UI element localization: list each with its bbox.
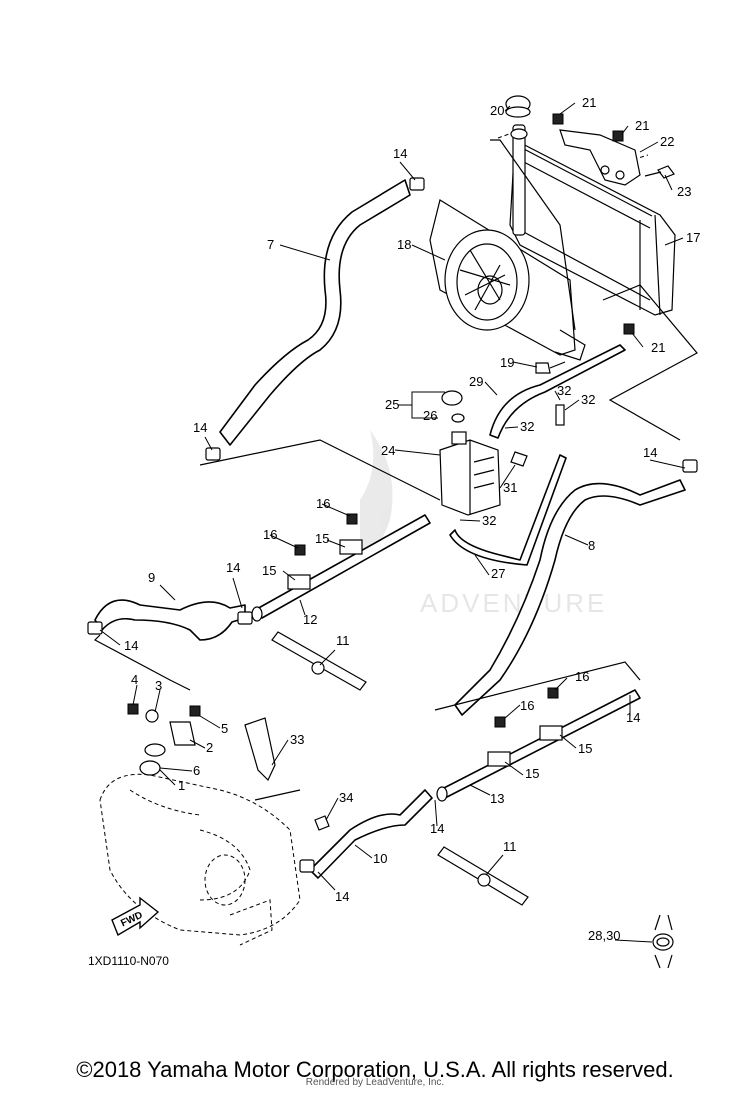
svg-text:14: 14 xyxy=(626,710,640,725)
water-pump-parts xyxy=(127,703,201,776)
svg-text:3: 3 xyxy=(155,678,162,693)
svg-text:14: 14 xyxy=(335,889,349,904)
svg-text:15: 15 xyxy=(525,766,539,781)
svg-text:14: 14 xyxy=(226,560,240,575)
bolt-34 xyxy=(314,815,330,831)
screw-23 xyxy=(644,165,675,179)
radiator-fan xyxy=(429,199,586,361)
svg-text:5: 5 xyxy=(221,721,228,736)
svg-text:17: 17 xyxy=(686,230,700,245)
svg-text:26: 26 xyxy=(423,408,437,423)
bolt-16 xyxy=(346,513,358,525)
bracket-33 xyxy=(244,717,276,782)
hose-8 xyxy=(454,479,686,716)
bolts-21 xyxy=(552,113,635,335)
svg-text:18: 18 xyxy=(397,237,411,252)
hose-27 xyxy=(449,454,567,566)
svg-text:ADVENTURE: ADVENTURE xyxy=(420,588,607,618)
svg-text:22: 22 xyxy=(660,134,674,149)
engine-outline xyxy=(99,773,301,946)
svg-text:20: 20 xyxy=(490,103,504,118)
reservoir-cap-seal xyxy=(451,413,465,423)
bolt-16 xyxy=(494,716,506,728)
pipe-12 xyxy=(251,514,431,622)
hose-7 xyxy=(219,179,411,446)
svg-text:16: 16 xyxy=(520,698,534,713)
copyright-notice: ©2018 Yamaha Motor Corporation, U.S.A. A… xyxy=(76,1057,674,1082)
clamp-32 xyxy=(555,404,565,426)
diagram-code: 1XD1110-N070 xyxy=(88,954,169,968)
svg-text:32: 32 xyxy=(557,383,571,398)
svg-text:31: 31 xyxy=(503,480,517,495)
svg-text:21: 21 xyxy=(582,95,596,110)
svg-text:6: 6 xyxy=(193,763,200,778)
svg-text:24: 24 xyxy=(381,443,395,458)
svg-text:32: 32 xyxy=(581,392,595,407)
radiator xyxy=(497,124,676,316)
radiator-cap xyxy=(505,95,531,140)
svg-text:21: 21 xyxy=(635,118,649,133)
bolt-16 xyxy=(547,687,559,699)
svg-text:32: 32 xyxy=(482,513,496,528)
svg-text:14: 14 xyxy=(193,420,207,435)
svg-text:16: 16 xyxy=(575,669,589,684)
clamp-28-30 xyxy=(652,914,674,969)
svg-text:15: 15 xyxy=(578,741,592,756)
svg-text:25: 25 xyxy=(385,397,399,412)
watermark: ADVENTURE xyxy=(360,430,607,618)
svg-text:14: 14 xyxy=(124,638,138,653)
hose-9 xyxy=(94,599,246,641)
reservoir-cap xyxy=(441,390,463,406)
svg-text:33: 33 xyxy=(290,732,304,747)
pipe-13 xyxy=(436,689,641,802)
svg-text:21: 21 xyxy=(651,340,665,355)
svg-text:4: 4 xyxy=(131,672,138,687)
svg-text:1: 1 xyxy=(178,778,185,793)
svg-text:8: 8 xyxy=(588,538,595,553)
reservoir-tank xyxy=(439,431,501,516)
svg-text:34: 34 xyxy=(339,790,353,805)
svg-text:23: 23 xyxy=(677,184,691,199)
svg-text:12: 12 xyxy=(303,612,317,627)
svg-text:14: 14 xyxy=(393,146,407,161)
svg-text:15: 15 xyxy=(262,563,276,578)
hose-10 xyxy=(309,789,433,879)
svg-text:15: 15 xyxy=(315,531,329,546)
svg-text:7: 7 xyxy=(267,237,274,252)
svg-text:9: 9 xyxy=(148,570,155,585)
svg-text:2: 2 xyxy=(206,740,213,755)
svg-text:16: 16 xyxy=(316,496,330,511)
bolt-19 xyxy=(535,361,566,374)
rendered-by-notice: Rendered by LeadVenture, Inc. xyxy=(305,1077,445,1088)
callouts: 1 2 3 4 5 6 7 8 9 10 11 11 12 13 14 14 1… xyxy=(99,95,700,943)
svg-text:10: 10 xyxy=(373,851,387,866)
svg-text:28,30: 28,30 xyxy=(588,928,621,943)
radiator-bracket xyxy=(559,129,641,186)
svg-text:32: 32 xyxy=(520,419,534,434)
svg-text:16: 16 xyxy=(263,527,277,542)
svg-text:27: 27 xyxy=(491,566,505,581)
svg-text:14: 14 xyxy=(430,821,444,836)
bolt-16 xyxy=(294,544,306,556)
fwd-arrow-icon: FWD xyxy=(111,896,160,937)
svg-text:11: 11 xyxy=(336,633,350,648)
cable-tie-11 xyxy=(271,631,367,691)
svg-text:14: 14 xyxy=(643,445,657,460)
svg-text:19: 19 xyxy=(500,355,514,370)
assembly-lines xyxy=(94,139,698,801)
hose-29 xyxy=(489,344,626,439)
svg-text:13: 13 xyxy=(490,791,504,806)
svg-text:11: 11 xyxy=(503,839,517,854)
svg-text:29: 29 xyxy=(469,374,483,389)
bolt-31 xyxy=(510,451,528,467)
